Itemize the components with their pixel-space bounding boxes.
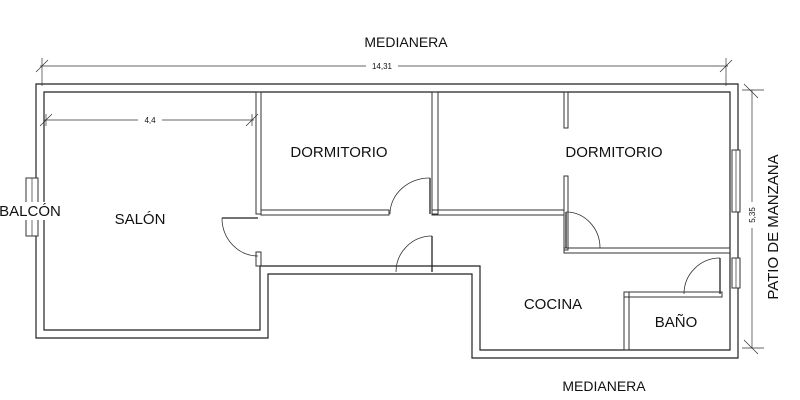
bedroom-1-door — [389, 177, 431, 215]
salon-width-value: 4,4 — [144, 116, 156, 125]
room-label-kitchen: COCINA — [524, 296, 582, 313]
total-length-value: 14,31 — [372, 62, 393, 71]
room-label-bathroom: BAÑO — [655, 314, 698, 331]
interior-walls — [255, 91, 731, 351]
doors — [221, 177, 721, 295]
balcony-label: BALCÓN — [0, 203, 61, 220]
salon-door — [221, 217, 259, 257]
hall-door — [395, 235, 433, 273]
room-label-bedroom-1: DORMITORIO — [290, 144, 387, 161]
depth-value: 5,35 — [748, 207, 757, 223]
courtyard-label: PATIO DE MANZANA — [765, 154, 782, 299]
bathroom-door — [683, 257, 721, 295]
bottom-party-wall-label: MEDIANERA — [562, 378, 646, 394]
room-label-salon: SALÓN — [115, 211, 166, 228]
total-length-dimension: 14,31 — [35, 58, 733, 86]
bedroom-2-door — [565, 211, 601, 249]
depth-dimension: 5,35 — [742, 83, 764, 355]
top-party-wall-label: MEDIANERA — [364, 34, 448, 50]
room-label-bedroom-2: DORMITORIO — [565, 144, 662, 161]
salon-width-dimension: 4,4 — [39, 113, 259, 127]
